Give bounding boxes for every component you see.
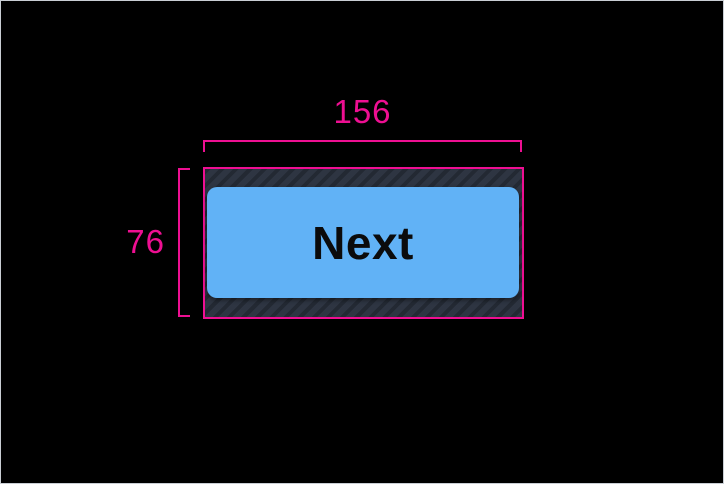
- next-button-label: Next: [312, 216, 414, 269]
- width-dimension-bracket: [203, 140, 522, 152]
- touch-target-hatched-area[interactable]: Next: [203, 167, 524, 319]
- width-dimension-label: 156: [333, 93, 392, 130]
- height-dimension-bracket: [178, 168, 190, 317]
- next-button[interactable]: Next: [207, 187, 519, 298]
- height-dimension-label: 76: [126, 223, 165, 260]
